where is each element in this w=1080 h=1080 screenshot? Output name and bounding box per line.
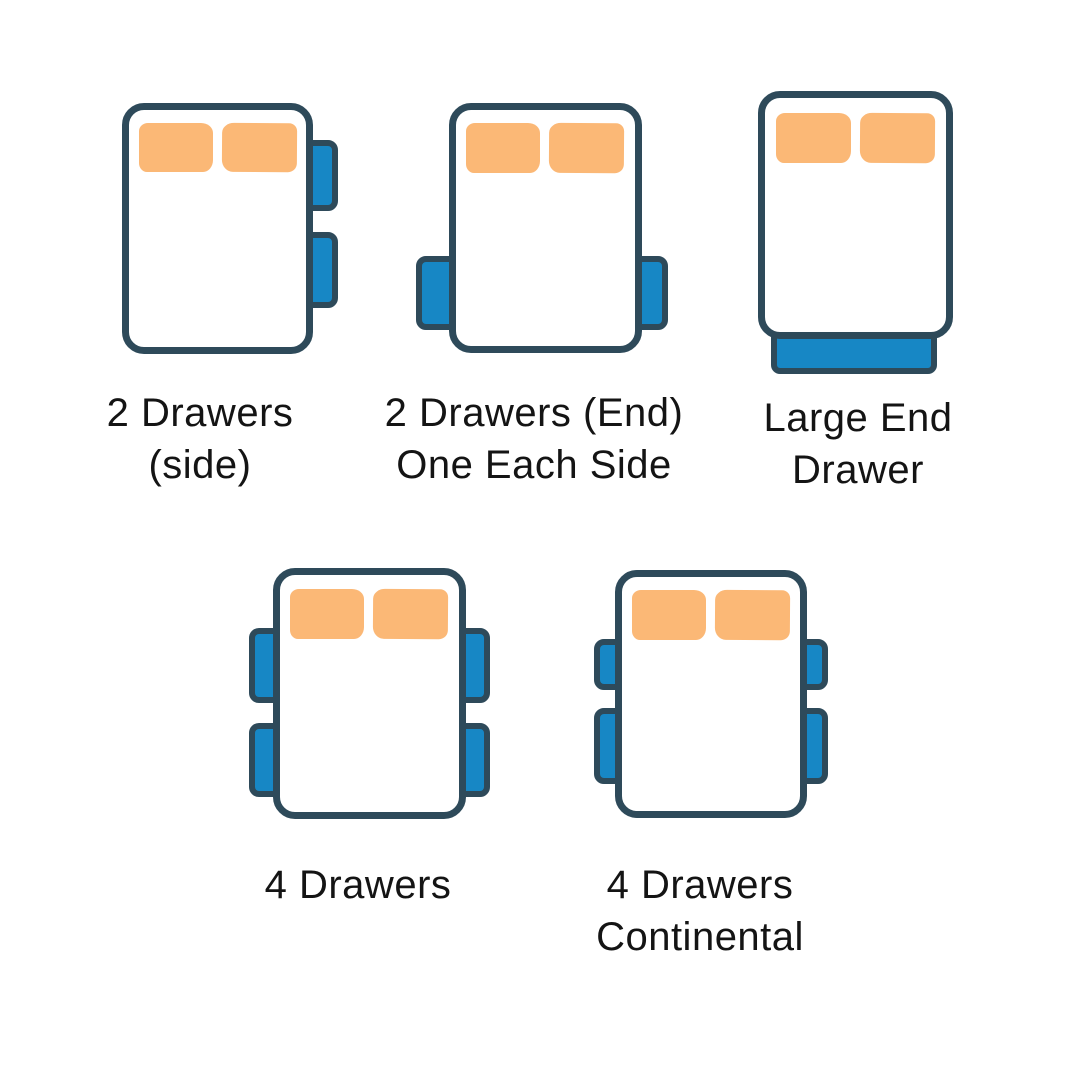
pillow-icon <box>372 588 449 640</box>
bed-figure-4-drawers <box>249 568 490 819</box>
bed-figure-label-2-drawers-end: 2 Drawers (End) One Each Side <box>384 391 684 487</box>
pillow-icon <box>776 113 851 163</box>
bed-figure-label-large-end-drawer: Large End Drawer <box>763 396 953 492</box>
bed-figure-2-drawers-end-one-each-side <box>416 103 668 353</box>
bed-figure-label-4-drawers-continental: 4 Drawers Continental <box>596 863 804 959</box>
bed-icon <box>273 568 466 819</box>
pillow-icon <box>466 123 540 173</box>
bed-icon <box>449 103 642 353</box>
bed-icon <box>758 91 953 339</box>
pillow-icon <box>290 589 364 639</box>
bed-figure-label-4-drawers: 4 Drawers <box>264 863 452 907</box>
bed-figure-large-end-drawer <box>758 91 953 374</box>
pillow-icon <box>859 112 936 164</box>
pillow-icon <box>221 122 298 173</box>
pillow-icon <box>139 123 213 172</box>
pillow-icon <box>714 589 791 641</box>
pillow-icon <box>548 122 625 174</box>
bed-figure-label-2-drawers-side: 2 Drawers (side) <box>106 391 294 487</box>
bed-icon <box>122 103 313 354</box>
bed-icon <box>615 570 807 818</box>
bed-figure-4-drawers-continental <box>594 570 828 818</box>
pillow-icon <box>632 590 706 640</box>
bed-figure-2-drawers-side <box>122 103 338 354</box>
